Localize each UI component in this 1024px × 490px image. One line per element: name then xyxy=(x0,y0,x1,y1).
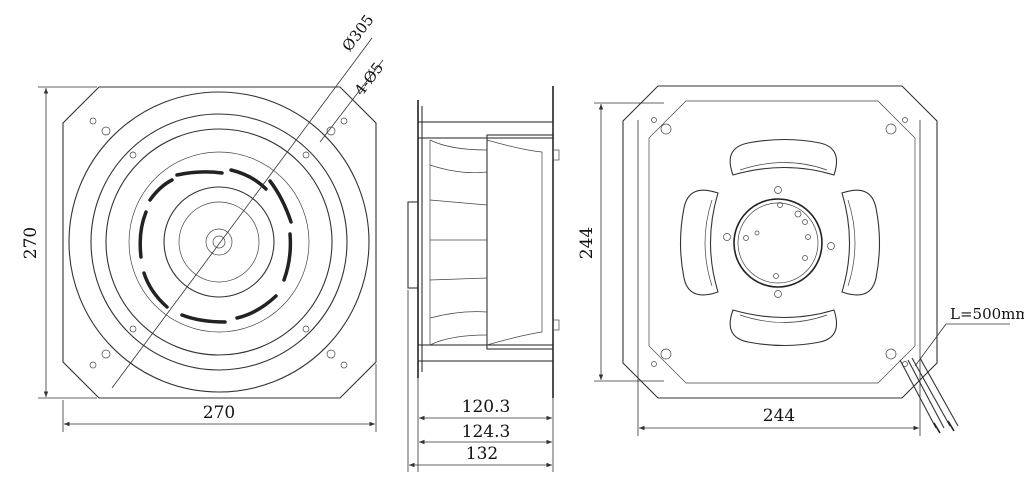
front-ring-3 xyxy=(105,128,333,356)
back-view xyxy=(594,85,1010,436)
back-opening-left xyxy=(679,189,719,296)
side-top-strut xyxy=(417,121,554,139)
back-width-label: 244 xyxy=(763,406,795,426)
back-cable xyxy=(899,357,959,434)
outer-diameter-label: Ø305 xyxy=(339,11,378,55)
back-height-label: 244 xyxy=(577,227,597,259)
cable-length-label: L=500mm xyxy=(950,305,1024,323)
back-opening-top xyxy=(729,138,838,176)
front-impeller-blades xyxy=(138,168,293,324)
front-height-label: 270 xyxy=(21,227,41,259)
holes-leader-line xyxy=(319,59,384,143)
side-depth-2-label: 124.3 xyxy=(462,422,511,442)
front-frame xyxy=(62,86,377,399)
back-hub-screws xyxy=(723,186,835,298)
front-ring-2 xyxy=(90,113,348,371)
side-bottom-strut xyxy=(417,344,554,362)
back-motor-hub-outer xyxy=(733,198,823,288)
back-mounting-holes xyxy=(651,117,908,367)
side-view xyxy=(407,86,560,472)
back-motor-hub-inner xyxy=(737,202,819,284)
diameter-leader-line xyxy=(111,37,373,389)
front-outer-ring xyxy=(68,91,370,393)
back-opening-bottom xyxy=(729,309,838,347)
side-depth-3-label: 132 xyxy=(466,444,498,464)
front-hub-ring xyxy=(163,186,275,298)
front-view xyxy=(38,37,384,432)
side-depth-1-label: 120.3 xyxy=(462,397,511,417)
front-hub-center xyxy=(212,235,226,249)
holes-label: 4-Ø5 xyxy=(351,59,387,99)
front-width-label: 270 xyxy=(203,403,235,423)
side-motor-body xyxy=(486,134,554,350)
front-hub-inner xyxy=(178,201,260,283)
front-mounting-holes xyxy=(89,117,348,369)
back-opening-right xyxy=(841,189,881,296)
front-hub-cap xyxy=(205,228,233,256)
back-frame xyxy=(622,85,938,399)
front-impeller-ring xyxy=(128,151,310,333)
